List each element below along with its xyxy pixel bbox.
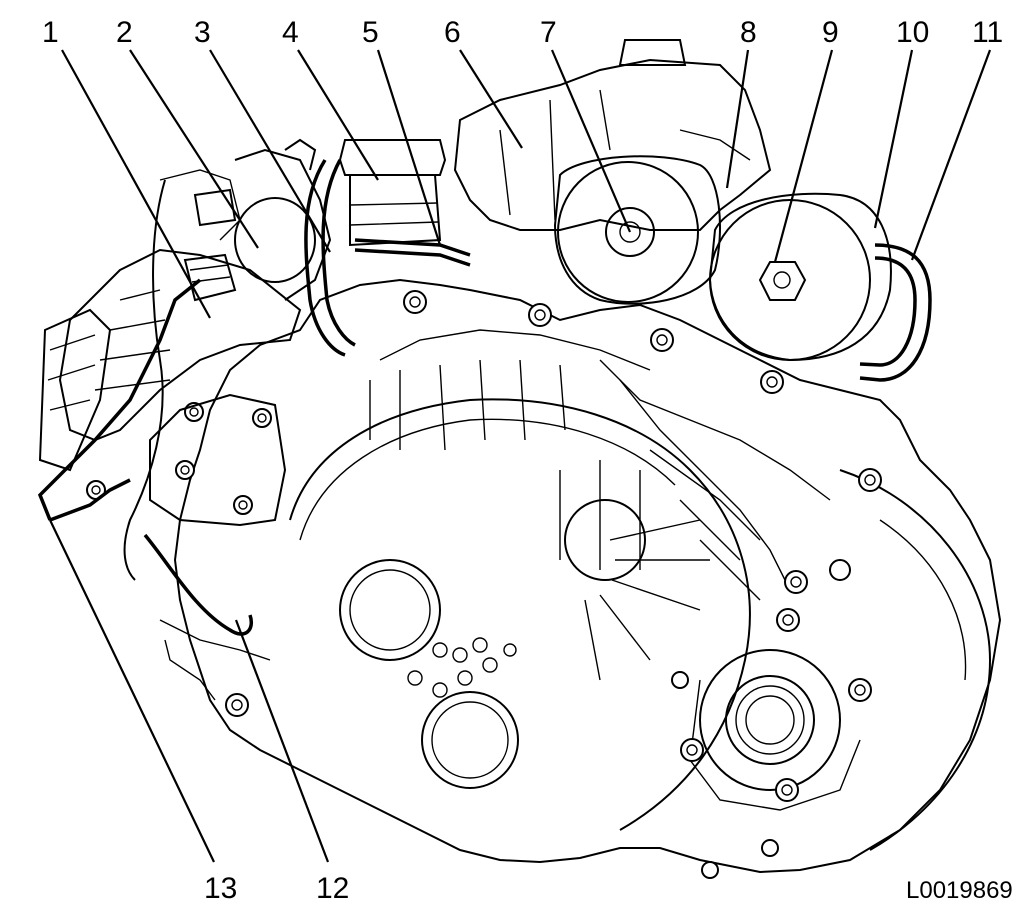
electric-motor-9 — [708, 192, 892, 362]
reference-code: L0019869 — [906, 877, 1013, 904]
callout-labels: 1 2 3 4 5 6 7 8 9 10 11 12 13 — [42, 16, 1003, 905]
control-unit-housing — [453, 39, 772, 231]
callout-8: 8 — [740, 16, 757, 49]
leader-lines — [49, 49, 992, 863]
bell-housing-openings — [339, 499, 646, 789]
leader-7 — [550, 49, 632, 233]
leader-9 — [773, 49, 834, 263]
callout-3: 3 — [194, 16, 211, 49]
callout-9: 9 — [822, 16, 839, 49]
leader-8 — [725, 49, 750, 189]
callout-13: 13 — [204, 872, 237, 905]
callout-7: 7 — [540, 16, 557, 49]
callout-11: 11 — [972, 16, 1003, 49]
leader-2 — [129, 49, 259, 249]
leader-12 — [234, 619, 330, 863]
leader-6 — [459, 49, 523, 149]
output-flange — [689, 649, 861, 811]
left-actuator-assembly — [38, 248, 302, 527]
leader-1 — [61, 49, 211, 319]
fluid-reservoir — [338, 139, 447, 247]
solenoid-body — [159, 138, 332, 301]
callout-6: 6 — [444, 16, 461, 49]
callout-5: 5 — [362, 16, 379, 49]
leader-5 — [376, 49, 442, 246]
transmission-housing — [159, 278, 1002, 874]
leader-13 — [49, 519, 215, 863]
callout-12: 12 — [316, 872, 349, 905]
hydraulic-lines — [37, 159, 932, 636]
leader-10 — [873, 49, 914, 229]
housing-bolts — [86, 290, 882, 879]
callout-2: 2 — [116, 16, 133, 49]
callout-10: 10 — [896, 16, 929, 49]
callout-4: 4 — [282, 16, 299, 49]
leader-11 — [910, 49, 992, 261]
callout-1: 1 — [42, 16, 59, 49]
leader-3 — [209, 49, 331, 253]
electric-motor-7 — [553, 155, 721, 305]
leader-4 — [297, 49, 379, 181]
